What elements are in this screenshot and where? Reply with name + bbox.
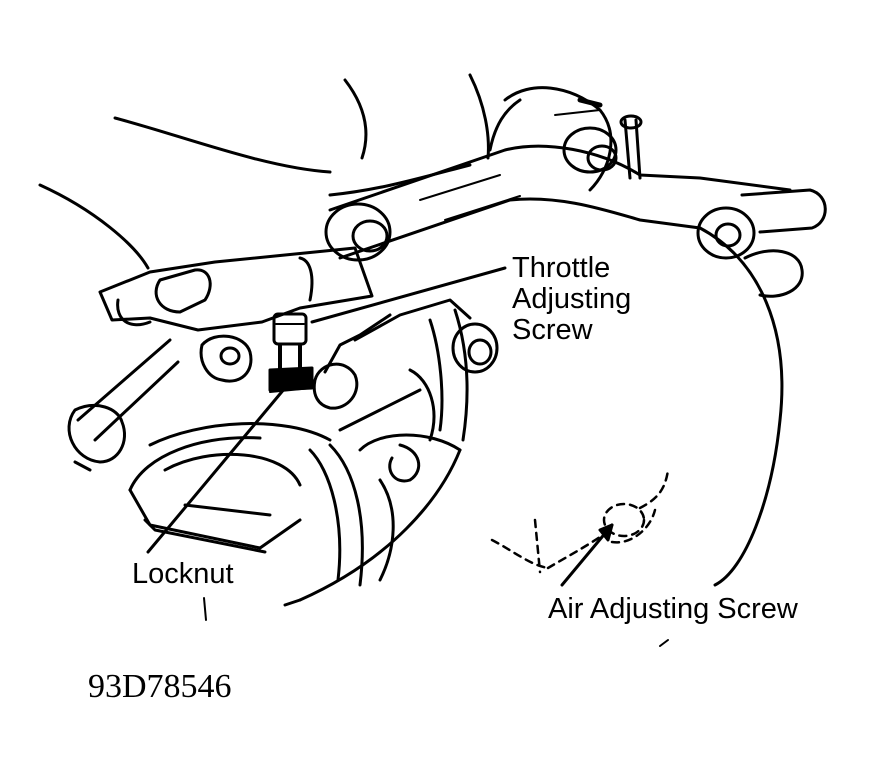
air-adjusting-screw-hidden: [490, 468, 670, 574]
throttle-body-housing: [128, 298, 472, 587]
figure-code: 93D78546: [88, 668, 232, 705]
throttle-label-line-3: Screw: [512, 314, 593, 346]
intake-runner: [328, 86, 792, 260]
locknut-leader: [146, 380, 292, 554]
throttle-adjusting-screw: [268, 312, 314, 393]
air-adjusting-screw-label: Air Adjusting Screw: [548, 593, 798, 625]
linkage-rod: [67, 338, 180, 472]
engine-background-contours: [38, 73, 490, 270]
locknut-label: Locknut: [132, 558, 234, 590]
housing-right-contour: [283, 226, 784, 607]
throttle-lever-plate: [98, 246, 374, 383]
label-ticks: [203, 597, 669, 647]
throttle-screw-leader: [310, 266, 507, 324]
pin-fitting: [577, 97, 643, 180]
throttle-label-line-1: Throttle: [512, 252, 611, 284]
throttle-label-line-2: Adjusting: [512, 283, 632, 315]
throttle-adjusting-screw-label: Throttle Adjusting Screw: [512, 253, 631, 346]
leader-lines: [146, 266, 614, 587]
